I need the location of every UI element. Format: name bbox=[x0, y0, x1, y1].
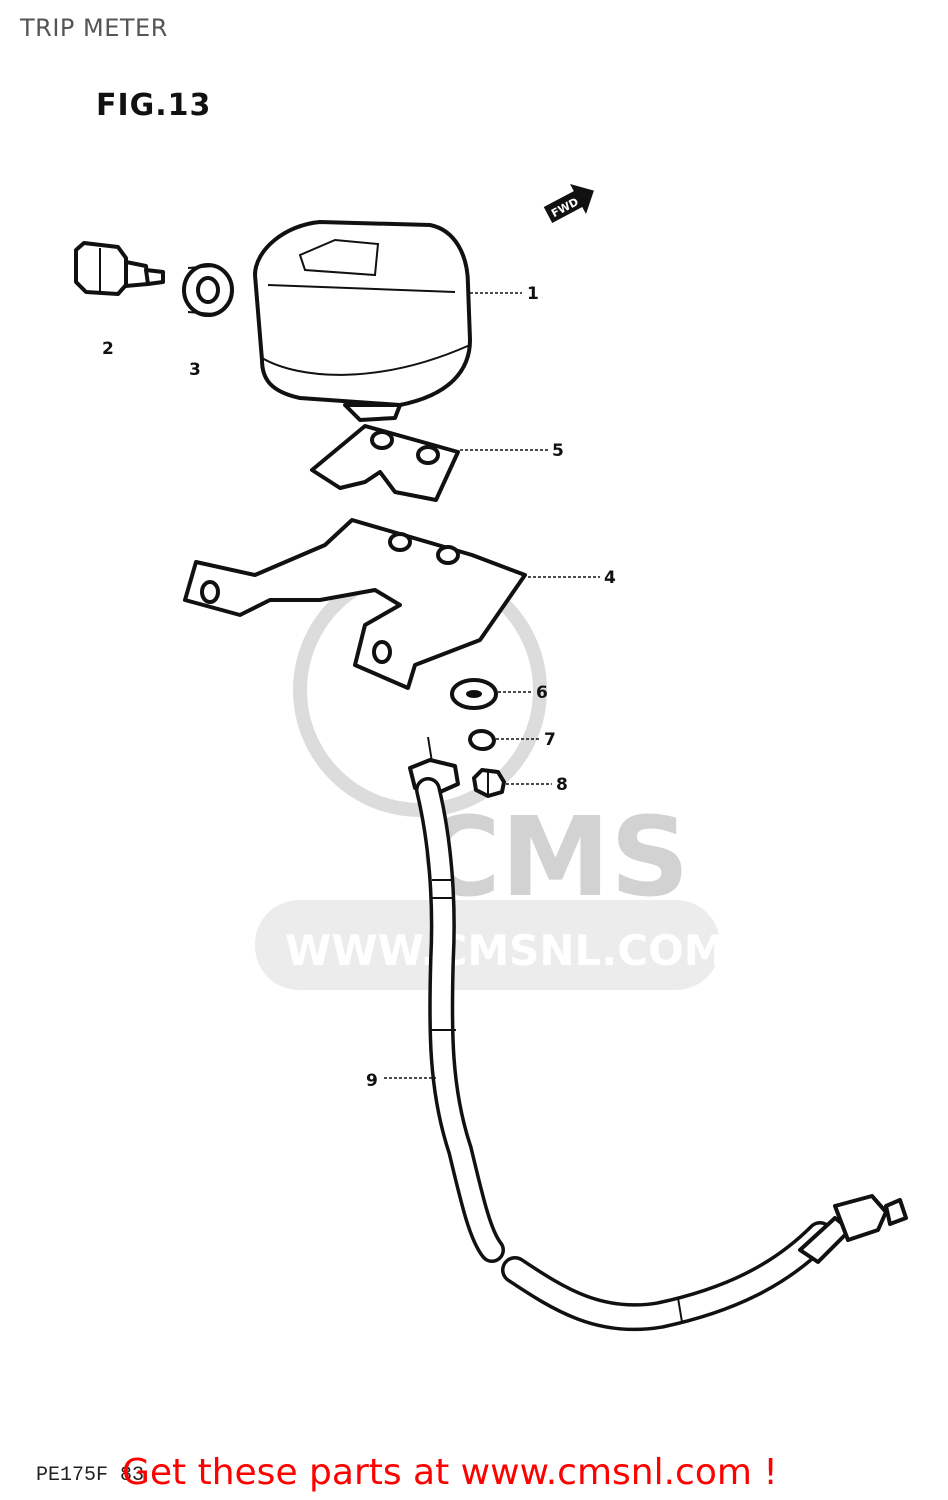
part-8-nut: 8 bbox=[472, 768, 568, 798]
part-2-knob: 2 bbox=[74, 241, 165, 359]
watermark-logo-text: CMS bbox=[420, 793, 689, 921]
part-1-trip-meter-housing: 1 bbox=[253, 220, 539, 422]
callout-5: 5 bbox=[552, 441, 564, 461]
page-title: TRIP METER bbox=[20, 14, 168, 42]
callout-2: 2 bbox=[102, 339, 114, 359]
callout-4: 4 bbox=[604, 568, 616, 588]
callout-1: 1 bbox=[527, 284, 539, 304]
fwd-arrow-icon: FWD bbox=[543, 184, 594, 223]
callout-3: 3 bbox=[189, 360, 201, 380]
part-4-bracket: 4 bbox=[183, 518, 616, 690]
watermark-url-text: WWW.CMSNL.COM bbox=[285, 926, 726, 975]
parts-diagram: CMS WWW.CMSNL.COM FWD 1 2 3 5 bbox=[74, 184, 908, 1332]
callout-6: 6 bbox=[536, 683, 548, 703]
watermark: CMS WWW.CMSNL.COM bbox=[255, 563, 726, 990]
footer-model-code: PE175F 83 bbox=[36, 1464, 145, 1487]
figure-label: FIG.13 bbox=[96, 88, 212, 123]
promo-link-text[interactable]: Get these parts at www.cmsnl.com ! bbox=[122, 1452, 778, 1493]
part-7-lock-washer: 7 bbox=[468, 729, 556, 751]
part-3-grommet: 3 bbox=[182, 263, 234, 380]
callout-9: 9 bbox=[366, 1071, 378, 1091]
part-5-plate: 5 bbox=[310, 424, 564, 502]
callout-7: 7 bbox=[544, 730, 556, 750]
callout-8: 8 bbox=[556, 775, 568, 795]
watermark-band bbox=[255, 900, 720, 990]
part-9-cable: 9 bbox=[366, 736, 908, 1332]
part-6-washer: 6 bbox=[450, 678, 548, 710]
